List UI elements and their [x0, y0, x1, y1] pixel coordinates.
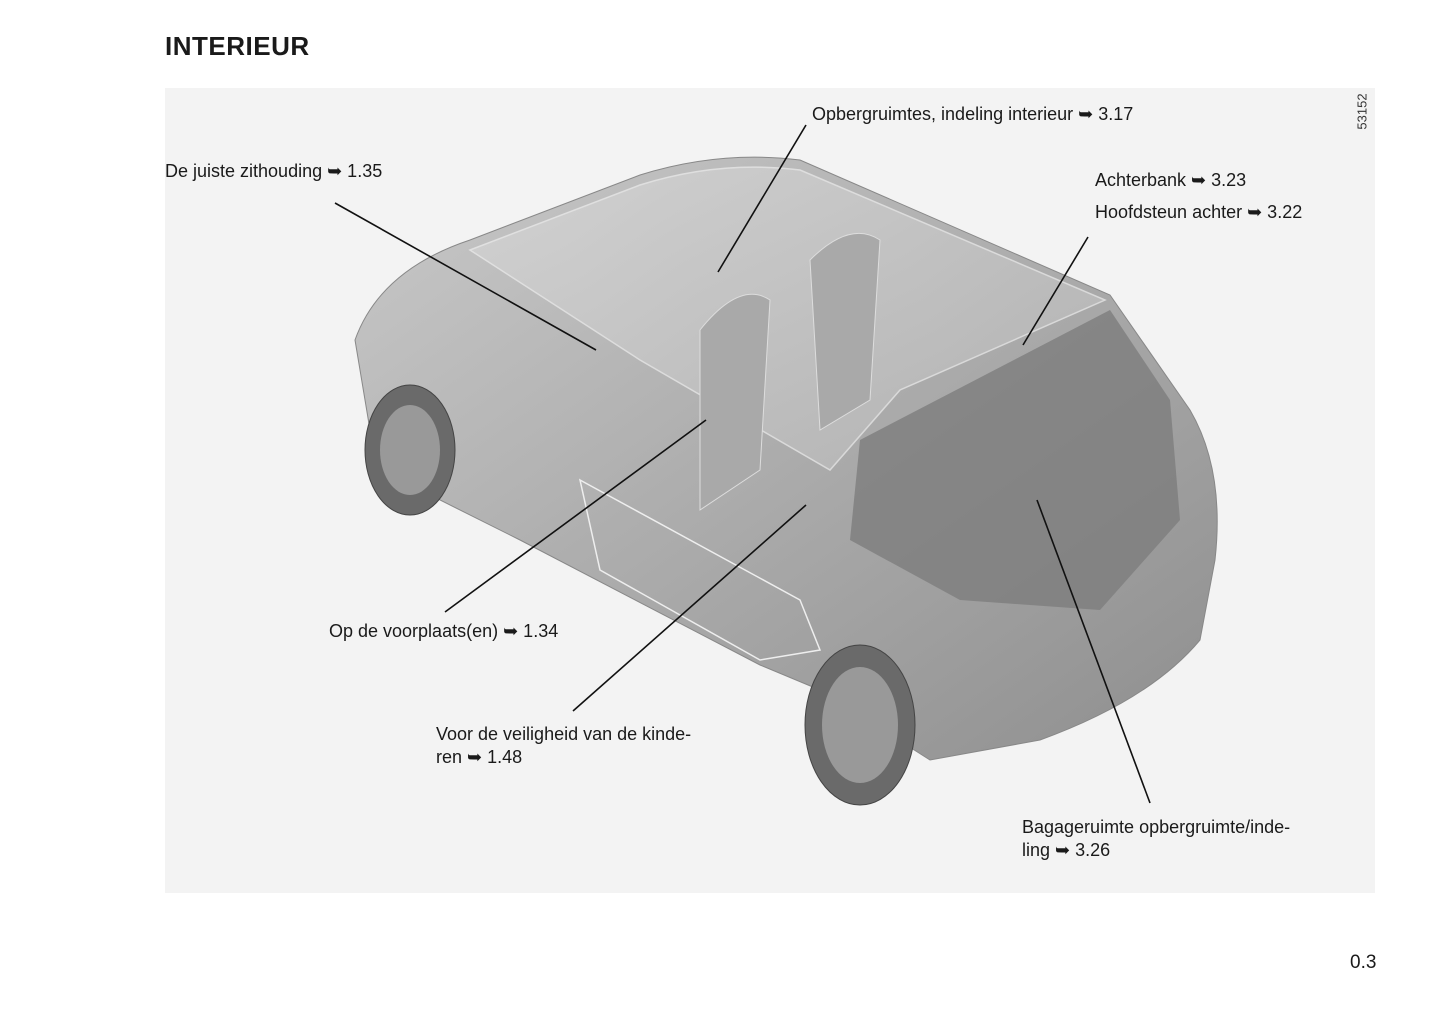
figure-number: 53152: [1354, 93, 1370, 130]
callout-luggage-line2: ling ➥ 3.26: [1022, 840, 1111, 860]
callout-child-safety-line2: ren ➥ 1.48: [436, 747, 523, 767]
leader-lines: [334, 124, 1151, 804]
callout-rear-headrest: Hoofdsteun achter ➥ 3.22: [1095, 202, 1303, 222]
page-title: INTERIEUR: [165, 31, 310, 61]
callout-front-seats: Op de voorplaats(en) ➥ 1.34: [329, 621, 559, 641]
callout-seating-position: De juiste zithouding ➥ 1.35: [165, 161, 383, 181]
callout-storage: Opbergruimtes, indeling interieur ➥ 3.17: [812, 104, 1134, 124]
callout-child-safety-line1: Voor de veiligheid van de kinde-: [436, 724, 692, 744]
car-body: [354, 156, 1218, 806]
callout-luggage: Bagageruimte opbergruimte/inde- ling ➥ 3…: [1022, 816, 1290, 862]
callout-child-safety: Voor de veiligheid van de kinde- ren ➥ 1…: [436, 723, 691, 769]
callout-rear-bench: Achterbank ➥ 3.23: [1095, 170, 1247, 190]
callout-luggage-line1: Bagageruimte opbergruimte/inde-: [1022, 817, 1291, 837]
page-number: 0.3: [1350, 952, 1377, 973]
